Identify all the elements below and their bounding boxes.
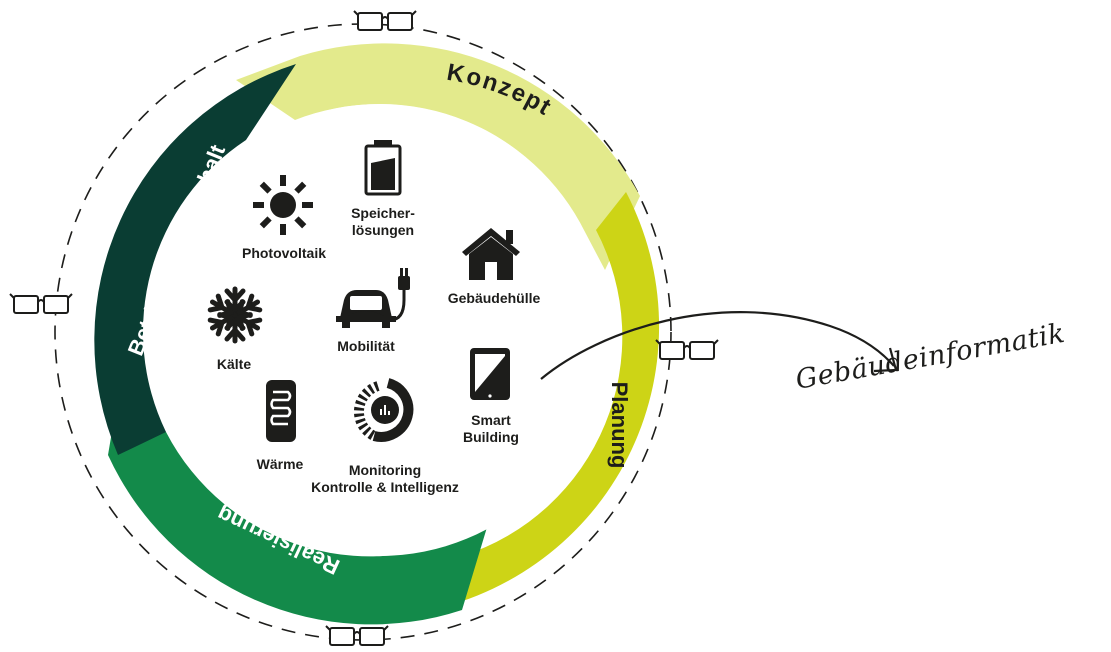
boiler-icon	[266, 380, 296, 442]
topic-label-waerme: Wärme	[256, 456, 304, 472]
topic-label-speicherloesungen: Speicher- lösungen	[351, 205, 415, 238]
topic-label-photovoltaik: Photovoltaik	[241, 245, 327, 261]
ev-charging-icon	[336, 268, 410, 328]
sun-icon	[253, 175, 313, 235]
segment-realisierung	[108, 396, 488, 625]
tablet-icon	[470, 348, 510, 400]
topic-label-smart-building: Smart Building	[463, 412, 519, 445]
battery-icon	[364, 140, 402, 196]
segment-betrieb	[94, 64, 296, 455]
glasses-icon	[353, 10, 417, 31]
phase-label-planung: Planung	[607, 382, 632, 469]
topic-label-gebaeudehuelle: Gebäudehülle	[447, 290, 541, 306]
topic-label-mobilitaet: Mobilität	[337, 338, 395, 354]
monitoring-icon	[353, 378, 414, 442]
glasses-icon	[9, 293, 73, 314]
arrow-head	[873, 347, 898, 373]
topic-label-kaelte: Kälte	[216, 356, 252, 372]
topic-label-monitoring: Monitoring Kontrolle & Intelligenz	[311, 462, 459, 495]
curved-arrow-icon	[540, 311, 895, 380]
segment-konzept	[236, 43, 640, 271]
snowflake-icon	[208, 286, 261, 341]
glasses-icon	[325, 625, 389, 646]
glasses-icon	[655, 339, 719, 360]
house-icon	[462, 228, 520, 280]
segment-planung	[430, 192, 660, 610]
